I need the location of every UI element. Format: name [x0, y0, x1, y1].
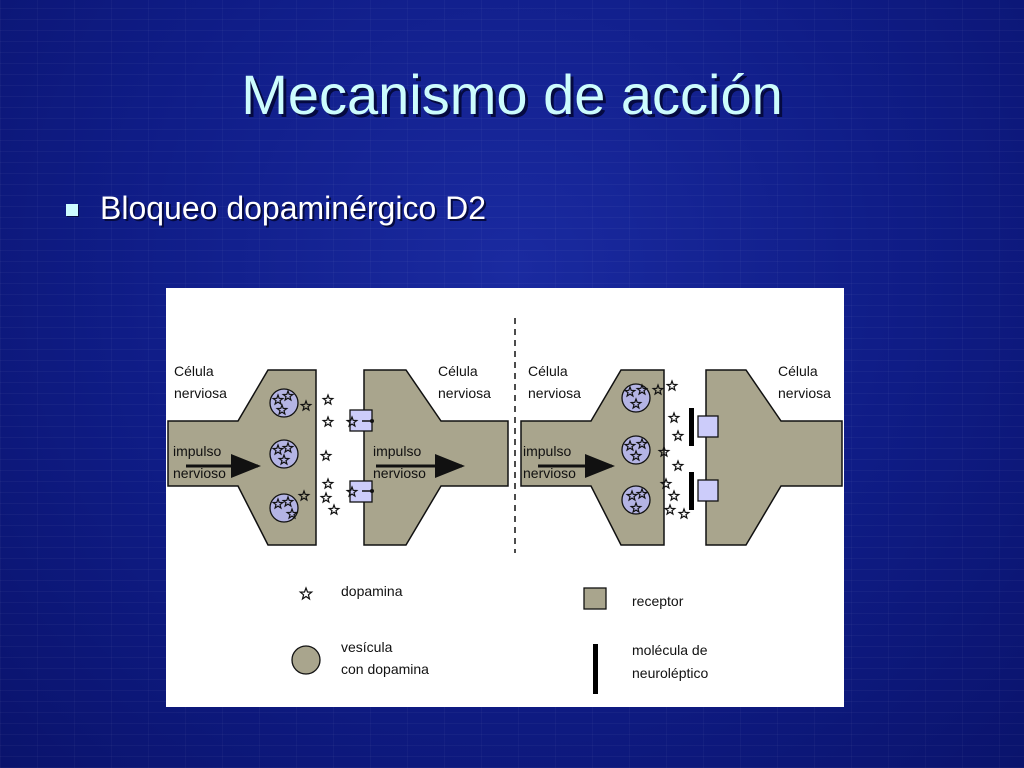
dopamine-star-icon [271, 443, 285, 456]
dopamine-star-icon [667, 411, 681, 424]
legend-vesicle-icon [291, 645, 321, 675]
dopamine-molecules [271, 379, 691, 520]
dopamine-star-icon [319, 449, 333, 462]
pre-impulse-label-line1: impulso [173, 443, 221, 459]
legend-dopamine-label: dopamina [341, 583, 403, 599]
right-postsynaptic-cell [705, 369, 843, 546]
dopamine-star-icon [625, 489, 639, 502]
dopamine-star-icon [663, 503, 677, 516]
bullet-text: Bloqueo dopaminérgico D2 [100, 190, 487, 226]
post-cell-label-line2: nerviosa [778, 385, 831, 401]
post-cell-label-line1: Célula [438, 363, 478, 379]
legend-neuroleptic-label-line2: neuroléptico [632, 665, 708, 681]
pre-cell-label-line1: Célula [528, 363, 568, 379]
left-panel: Célula nerviosa Célula nerviosa impulso … [167, 363, 509, 546]
pre-impulse-label-line2: nervioso [173, 465, 226, 481]
dopamine-star-icon [671, 429, 685, 442]
dopamine-star-icon [281, 389, 295, 402]
post-impulse-label-line2: nervioso [373, 465, 426, 481]
dopamine-star-icon [319, 491, 333, 504]
slide-title: Mecanismo de acción [241, 63, 783, 126]
post-cell-label-line2: nerviosa [438, 385, 491, 401]
dopamine-star-icon [623, 385, 637, 398]
dopamine-star-icon [345, 485, 359, 498]
dopamine-star-icon [327, 503, 341, 516]
dopamine-star-icon [277, 453, 291, 466]
legend-dopamine-star-icon [298, 586, 314, 601]
legend-neuroleptic-label-line1: molécula de [632, 642, 708, 658]
dopamine-star-icon [629, 397, 643, 410]
dopamine-star-icon [623, 439, 637, 452]
pre-impulse-label-line2: nervioso [523, 465, 576, 481]
dopamine-star-icon [671, 459, 685, 472]
synapse-diagram: Célula nerviosa Célula nerviosa impulso … [166, 288, 844, 707]
pre-impulse-label-line1: impulso [523, 443, 571, 459]
square-bullet-icon [66, 204, 78, 216]
bullet-item: Bloqueo dopaminérgico D2 [66, 190, 486, 227]
dopamine-star-icon [281, 441, 295, 454]
neuroleptic-molecule [689, 472, 694, 510]
dopamine-star-icon [271, 393, 285, 406]
receptor [697, 479, 719, 502]
synapse-diagram-svg: Célula nerviosa Célula nerviosa impulso … [167, 318, 843, 694]
dopamine-star-icon [297, 489, 311, 502]
post-cell-label-line1: Célula [778, 363, 818, 379]
dopamine-star-icon [667, 489, 681, 502]
dopamine-star-icon [299, 399, 313, 412]
dopamine-star-icon [635, 437, 649, 450]
dopamine-star-icon [635, 383, 649, 396]
legend-receptor-label: receptor [632, 593, 684, 609]
dopamine-star-icon [298, 586, 314, 601]
pre-cell-label-line2: nerviosa [174, 385, 227, 401]
dopamine-star-icon [665, 379, 679, 392]
post-impulse-label-line1: impulso [373, 443, 421, 459]
dopamine-star-icon [345, 415, 359, 428]
legend-receptor-icon [583, 587, 607, 610]
dopamine-star-icon [657, 445, 671, 458]
dopamine-star-icon [629, 449, 643, 462]
dopamine-star-icon [275, 403, 289, 416]
dopamine-star-icon [281, 495, 295, 508]
dopamine-star-icon [651, 383, 665, 396]
dopamine-star-icon [635, 487, 649, 500]
legend-neuroleptic-icon [593, 644, 598, 694]
pre-cell-label-line2: nerviosa [528, 385, 581, 401]
dopamine-star-icon [321, 393, 335, 406]
legend-vesicle-label-line1: vesícula [341, 639, 393, 655]
dopamine-star-icon [271, 497, 285, 510]
vesicle [621, 485, 651, 515]
dopamine-star-icon [321, 415, 335, 428]
legend-vesicle-label-line2: con dopamina [341, 661, 429, 677]
dopamine-star-icon [321, 477, 335, 490]
receptor [697, 415, 719, 438]
dopamine-star-icon [677, 507, 691, 520]
neuroleptic-molecule [689, 408, 694, 446]
dopamine-star-icon [659, 477, 673, 490]
dopamine-star-icon [629, 501, 643, 514]
legend: dopamina vesícula con dopamina receptor … [291, 583, 708, 694]
pre-cell-label-line1: Célula [174, 363, 214, 379]
dopamine-star-icon [285, 507, 299, 520]
